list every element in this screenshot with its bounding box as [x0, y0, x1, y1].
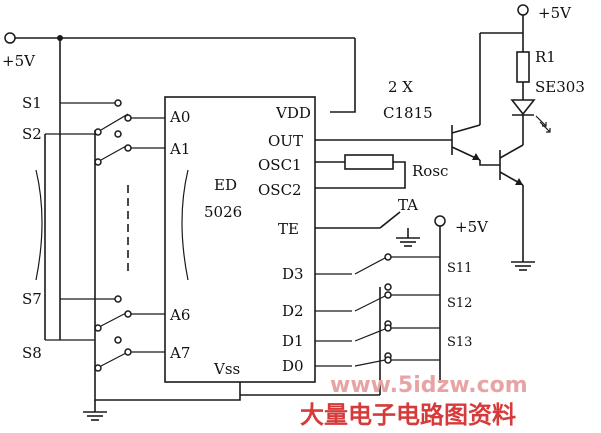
- watermark-caption: 大量电子电路图资料: [300, 401, 516, 429]
- pin-osc1-label: OSC1: [258, 156, 302, 174]
- switch-s13: S13: [315, 324, 472, 360]
- pin-vss-label: Vss: [213, 360, 240, 378]
- switch-s8-label: S8: [22, 344, 42, 362]
- ic-name-line2: 5026: [204, 203, 242, 221]
- switch-d0: [315, 356, 440, 367]
- switch-s11-label: S11: [447, 261, 472, 276]
- switch-s13-label: S13: [447, 335, 472, 350]
- transistor-q1: [451, 124, 481, 161]
- switch-s1: S1: [22, 94, 165, 136]
- break-mark-left: [35, 169, 43, 281]
- pin-a0-label: A0: [169, 108, 190, 126]
- switch-s2-label: S2: [22, 125, 42, 143]
- rosc-return-wire: [315, 161, 406, 189]
- switch-s8: S8: [22, 336, 165, 372]
- pin-d1-label: D1: [282, 332, 304, 350]
- transistor-q2: [499, 144, 524, 186]
- data-supply-terminal: [434, 215, 446, 227]
- switch-s12-label: S12: [447, 296, 472, 311]
- pin-a7-label: A7: [169, 344, 190, 362]
- ground-bus: [94, 382, 241, 401]
- rosc-resistor: [344, 154, 394, 170]
- ta-label: TA: [398, 196, 418, 214]
- switch-s2: S2: [22, 125, 165, 166]
- pin-d0-label: D0: [282, 357, 304, 375]
- rosc-label: Rosc: [412, 162, 448, 180]
- switch-s12: S12: [315, 291, 472, 328]
- pin-vdd-label: VDD: [275, 104, 311, 122]
- pin-te-label: TE: [278, 220, 299, 238]
- switch-s1-label: S1: [22, 94, 42, 112]
- switch-s7: S7: [22, 290, 165, 332]
- r1-label: R1: [535, 48, 556, 66]
- switch-s7-label: S7: [22, 290, 42, 308]
- r1-resistor: [516, 51, 530, 83]
- led-label: SE303: [535, 78, 585, 96]
- led-supply-terminal: [517, 4, 529, 16]
- ic-name-line1: ED: [214, 176, 237, 194]
- transistor-part-label: C1815: [383, 104, 433, 122]
- pin-osc2-label: OSC2: [258, 181, 302, 199]
- pin-d3-label: D3: [282, 265, 304, 283]
- watermark-url: www.5idzw.com: [330, 373, 528, 398]
- pin-a6-label: A6: [169, 306, 190, 324]
- break-mark-right: [181, 169, 189, 281]
- input-supply-label: +5V: [2, 52, 36, 70]
- pin-d2-label: D2: [282, 302, 304, 320]
- led-se303: [510, 99, 551, 133]
- ground-symbol-te: [396, 237, 420, 247]
- ground-symbol-right: [511, 261, 535, 271]
- vdd-feed-wire: [330, 38, 356, 113]
- led-supply-label: +5V: [538, 4, 572, 22]
- input-terminal: [4, 32, 16, 44]
- switch-s11: S11: [315, 253, 472, 291]
- pin-out-label: OUT: [268, 132, 303, 150]
- pin-a1-label: A1: [169, 140, 190, 158]
- ta-switch-blade: [379, 211, 401, 229]
- data-supply-label: +5V: [455, 218, 489, 236]
- transistor-count-label: 2 X: [388, 78, 413, 96]
- ground-symbol-left: [83, 411, 107, 421]
